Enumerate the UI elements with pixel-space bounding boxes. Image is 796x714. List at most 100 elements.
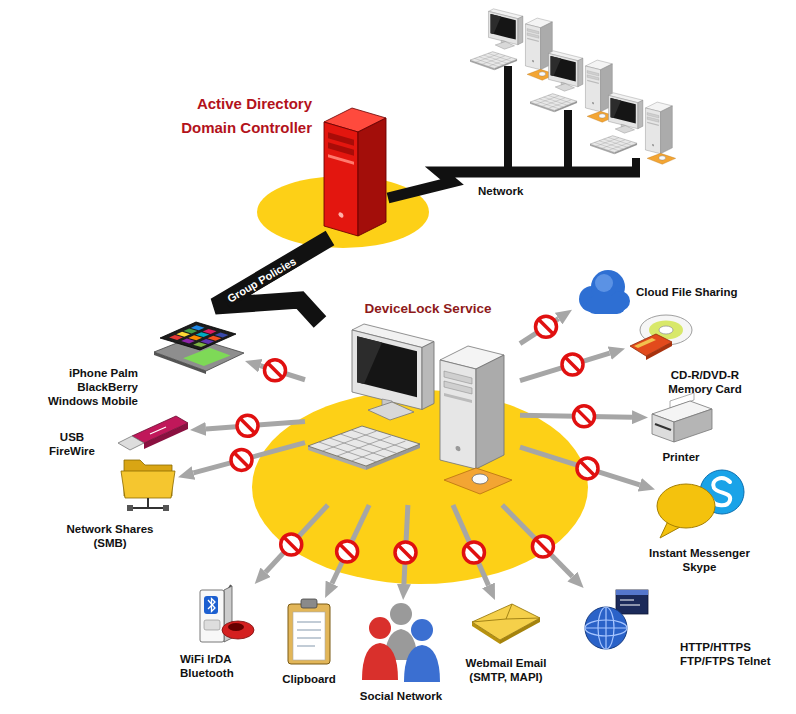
blocked-sign <box>284 538 298 552</box>
blocked-sign <box>281 534 302 555</box>
blocked-sign <box>577 458 598 479</box>
wireless-icon <box>200 585 254 642</box>
blocked-sign <box>337 541 358 562</box>
clipboard-icon <box>297 621 321 622</box>
blocked-flow-arrow <box>520 447 640 485</box>
web-globe-icon <box>585 590 648 649</box>
network-wiring <box>504 66 512 172</box>
blocked-sign <box>231 449 252 470</box>
edge-label: Group Policies <box>222 252 301 307</box>
blocked-sign <box>241 419 255 433</box>
connectors <box>193 238 639 585</box>
blocked-sign <box>340 545 354 559</box>
handheld-icon <box>193 342 207 347</box>
channel-node: Social Network <box>358 600 444 684</box>
channel-node: Instant Messenger Skype <box>655 468 747 540</box>
channel-label: WiFi IrDA Bluetooth <box>180 652 246 680</box>
folder-icon <box>121 471 175 498</box>
workstation-platform <box>252 390 588 584</box>
wireless-icon <box>204 596 218 614</box>
blocked-sign <box>562 354 583 375</box>
people-icon <box>411 619 433 641</box>
network-wiring <box>388 172 640 198</box>
printer-icon <box>674 409 712 442</box>
workstation-node: DeviceLock Service <box>305 322 520 505</box>
domain-controller-server <box>324 108 386 236</box>
channel-label: iPhone Palm BlackBerry Windows Mobile <box>38 366 138 408</box>
usb-stick-icon <box>118 416 188 450</box>
blocked-sign <box>536 316 557 337</box>
envelope-icon <box>472 604 540 644</box>
blocked-sign <box>265 360 286 381</box>
blocked-sign <box>577 458 598 479</box>
blocked-sign <box>395 542 416 563</box>
network-wiring <box>632 158 640 172</box>
people-icon <box>404 645 440 682</box>
blocked-sign <box>463 542 484 563</box>
disc-card-icon <box>634 338 656 348</box>
blocked-sign <box>395 542 416 563</box>
channel-label: Instant Messenger Skype <box>637 546 762 574</box>
handheld-icon <box>169 325 228 347</box>
network-wiring <box>564 110 572 172</box>
label-anchor: Network <box>478 184 548 198</box>
domain-controller-server <box>339 212 344 218</box>
blocked-sign <box>235 453 249 467</box>
channel-label: USB FireWire <box>40 430 104 458</box>
wireless-icon <box>228 623 244 631</box>
channel-node: Clipboard <box>286 598 332 666</box>
clipboard-icon <box>297 645 315 646</box>
channel-label: Clipboard <box>274 672 344 686</box>
blocked-sign <box>268 363 282 377</box>
blocked-sign <box>536 316 557 337</box>
domain-controller-server <box>328 154 354 165</box>
blocked-sign <box>562 354 583 375</box>
service-heading: DeviceLock Service <box>353 301 503 317</box>
web-globe-icon <box>616 590 648 595</box>
channel-label: Printer <box>641 450 721 464</box>
usb-stick-icon <box>118 436 144 450</box>
people-icon <box>362 643 398 680</box>
channel-label: HTTP/HTTPS FTP/FTPS Telnet <box>680 640 775 668</box>
handheld-icon <box>183 348 230 366</box>
blocked-flow-arrow <box>520 353 610 380</box>
blocked-flow-arrow <box>266 505 328 572</box>
folder-icon <box>163 505 169 511</box>
disc-card-icon <box>659 326 673 334</box>
web-globe-icon <box>620 600 634 601</box>
blocked-sign <box>399 546 413 560</box>
channel-node: WiFi IrDA Bluetooth <box>195 584 257 646</box>
server-heading: Active Directory Domain Controller <box>152 92 312 140</box>
blocked-sign <box>237 415 258 436</box>
wireless-icon <box>208 599 215 612</box>
messenger-icon <box>657 484 715 528</box>
channel-node: Webmail Email (SMTP, MAPI) <box>470 600 542 650</box>
wireless-icon <box>222 621 254 639</box>
blocked-flow-arrow <box>453 505 489 585</box>
domain-controller-server <box>324 122 358 236</box>
blocked-sign <box>231 449 252 470</box>
channel-label: Webmail Email (SMTP, MAPI) <box>450 656 562 684</box>
messenger-icon <box>657 470 744 538</box>
channel-label: Social Network <box>341 689 461 703</box>
clipboard-icon <box>288 604 330 664</box>
channel-node: HTTP/HTTPS FTP/FTPS Telnet <box>580 588 650 652</box>
edge-label-anchor: Group Policies <box>220 250 301 308</box>
printer-icon <box>655 424 671 430</box>
cloud-icon <box>595 274 613 292</box>
envelope-icon <box>472 604 540 640</box>
clipboard-icon <box>297 629 321 630</box>
domain-controller-server <box>324 122 358 236</box>
disc-card-icon <box>630 334 672 356</box>
devicelock-workstation <box>308 324 512 494</box>
blocked-sign <box>536 540 550 554</box>
channel-node: Printer <box>648 392 714 444</box>
usb-stick-icon <box>132 416 188 443</box>
handheld-icon <box>176 332 190 337</box>
handheld-icon <box>208 336 222 341</box>
channel-node: Cloud File Sharing <box>572 266 630 316</box>
handheld-icon <box>191 325 205 330</box>
